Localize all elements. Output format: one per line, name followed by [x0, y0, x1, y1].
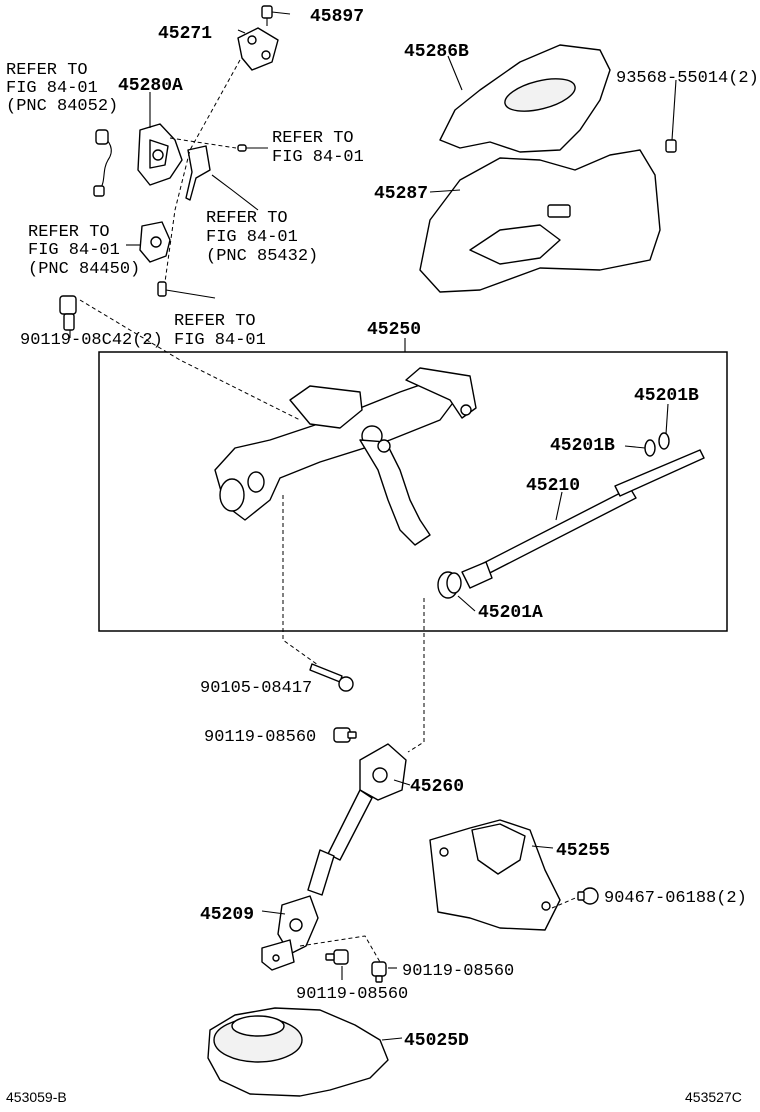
bolt-90467 — [577, 887, 599, 905]
dash-shaft — [407, 598, 425, 753]
screw-tiny — [237, 144, 247, 152]
group-box-45250 — [98, 351, 728, 632]
bolt-90119-08c42 — [59, 295, 77, 331]
lower-cover-45287 — [419, 149, 661, 293]
label-90119-b: 90119-08560 — [296, 985, 408, 1004]
bushing-45201a — [437, 571, 462, 599]
dash-column-bolt — [282, 495, 319, 666]
label-45201a: 45201A — [478, 603, 543, 623]
footer-left-code: 453059-B — [6, 1089, 67, 1105]
label-45201b: 45201B — [550, 436, 615, 456]
ref4-line3: (PNC 84450) — [28, 260, 140, 279]
leader-45260 — [393, 779, 411, 786]
ref3-line1: REFER TO — [206, 209, 288, 228]
bolt-90119-08560-b — [325, 949, 349, 965]
leader-45286b — [447, 55, 463, 91]
screw-93568 — [665, 139, 677, 153]
footer-right-code: 453527C — [685, 1089, 742, 1105]
label-45286b: 45286B — [404, 42, 469, 62]
label-45210: 45210 — [526, 476, 580, 496]
leader-45255 — [531, 845, 554, 849]
ref4-line2: FIG 84-01 — [28, 241, 120, 260]
screw-45897 — [261, 5, 273, 26]
bolt-90105-08417 — [309, 663, 354, 692]
label-90119-08c42: 90119-08C42(2) — [20, 331, 163, 350]
label-45287: 45287 — [374, 184, 428, 204]
ref3-line2: FIG 84-01 — [206, 228, 298, 247]
label-90105: 90105-08417 — [200, 679, 312, 698]
label-45209: 45209 — [200, 905, 254, 925]
label-45897: 45897 — [310, 7, 364, 27]
label-45025d: 45025D — [404, 1031, 469, 1051]
dash-joint-bolts — [299, 935, 381, 963]
ref1-line2: FIG 84-01 — [6, 79, 98, 98]
universal-joint-45209 — [261, 895, 319, 971]
shaft-45210 — [461, 449, 705, 589]
ref5-line2: FIG 84-01 — [174, 331, 266, 350]
switch-assembly-45280a — [93, 123, 211, 201]
label-45255: 45255 — [556, 841, 610, 861]
leader-45897 — [271, 11, 291, 15]
intermediate-shaft-45260 — [307, 743, 407, 896]
dash-bolt — [79, 299, 301, 421]
ref1-line3: (PNC 84052) — [6, 97, 118, 116]
ref2-line2: FIG 84-01 — [272, 148, 364, 167]
label-90467: 90467-06188(2) — [604, 889, 747, 908]
rings-45201b — [644, 432, 670, 457]
label-45271: 45271 — [158, 24, 212, 44]
ref2-line1: REFER TO — [272, 129, 354, 148]
leader-93568 — [671, 79, 677, 141]
ref5-line1: REFER TO — [174, 312, 256, 331]
label-45260: 45260 — [410, 777, 464, 797]
screw-small — [157, 281, 167, 297]
dash-top-left — [164, 59, 241, 283]
boot-45025d — [207, 1007, 389, 1097]
label-45201b-top: 45201B — [634, 386, 699, 406]
label-45250: 45250 — [367, 320, 421, 340]
leader-45209 — [261, 910, 286, 915]
bolt-90119-08560-c — [371, 961, 387, 983]
ref1-line1: REFER TO — [6, 61, 88, 80]
dash-90467 — [551, 895, 581, 909]
module-84450 — [139, 221, 171, 263]
leader-45201b — [624, 445, 646, 449]
leader-45210 — [555, 491, 563, 521]
steering-column-45250 — [214, 367, 477, 546]
label-45280a: 45280A — [118, 76, 183, 96]
ref4-line1: REFER TO — [28, 223, 110, 242]
label-93568: 93568-55014(2) — [616, 69, 759, 88]
leader-45201a — [457, 595, 476, 612]
leader-45271 — [237, 29, 246, 34]
ref3-line3: (PNC 85432) — [206, 247, 318, 266]
label-90119-a: 90119-08560 — [204, 728, 316, 747]
clamp-45271 — [237, 27, 279, 71]
leader-45201b-top — [665, 403, 669, 435]
leader-45287 — [429, 189, 461, 193]
upper-cover-45286b — [439, 44, 611, 153]
cover-45255 — [429, 819, 561, 931]
bolt-90119-08560-a — [333, 727, 357, 743]
label-90119-c: 90119-08560 — [402, 962, 514, 981]
leader-ref5 — [165, 289, 216, 299]
leader-45025d — [381, 1037, 403, 1041]
leader-ref3 — [211, 174, 259, 211]
